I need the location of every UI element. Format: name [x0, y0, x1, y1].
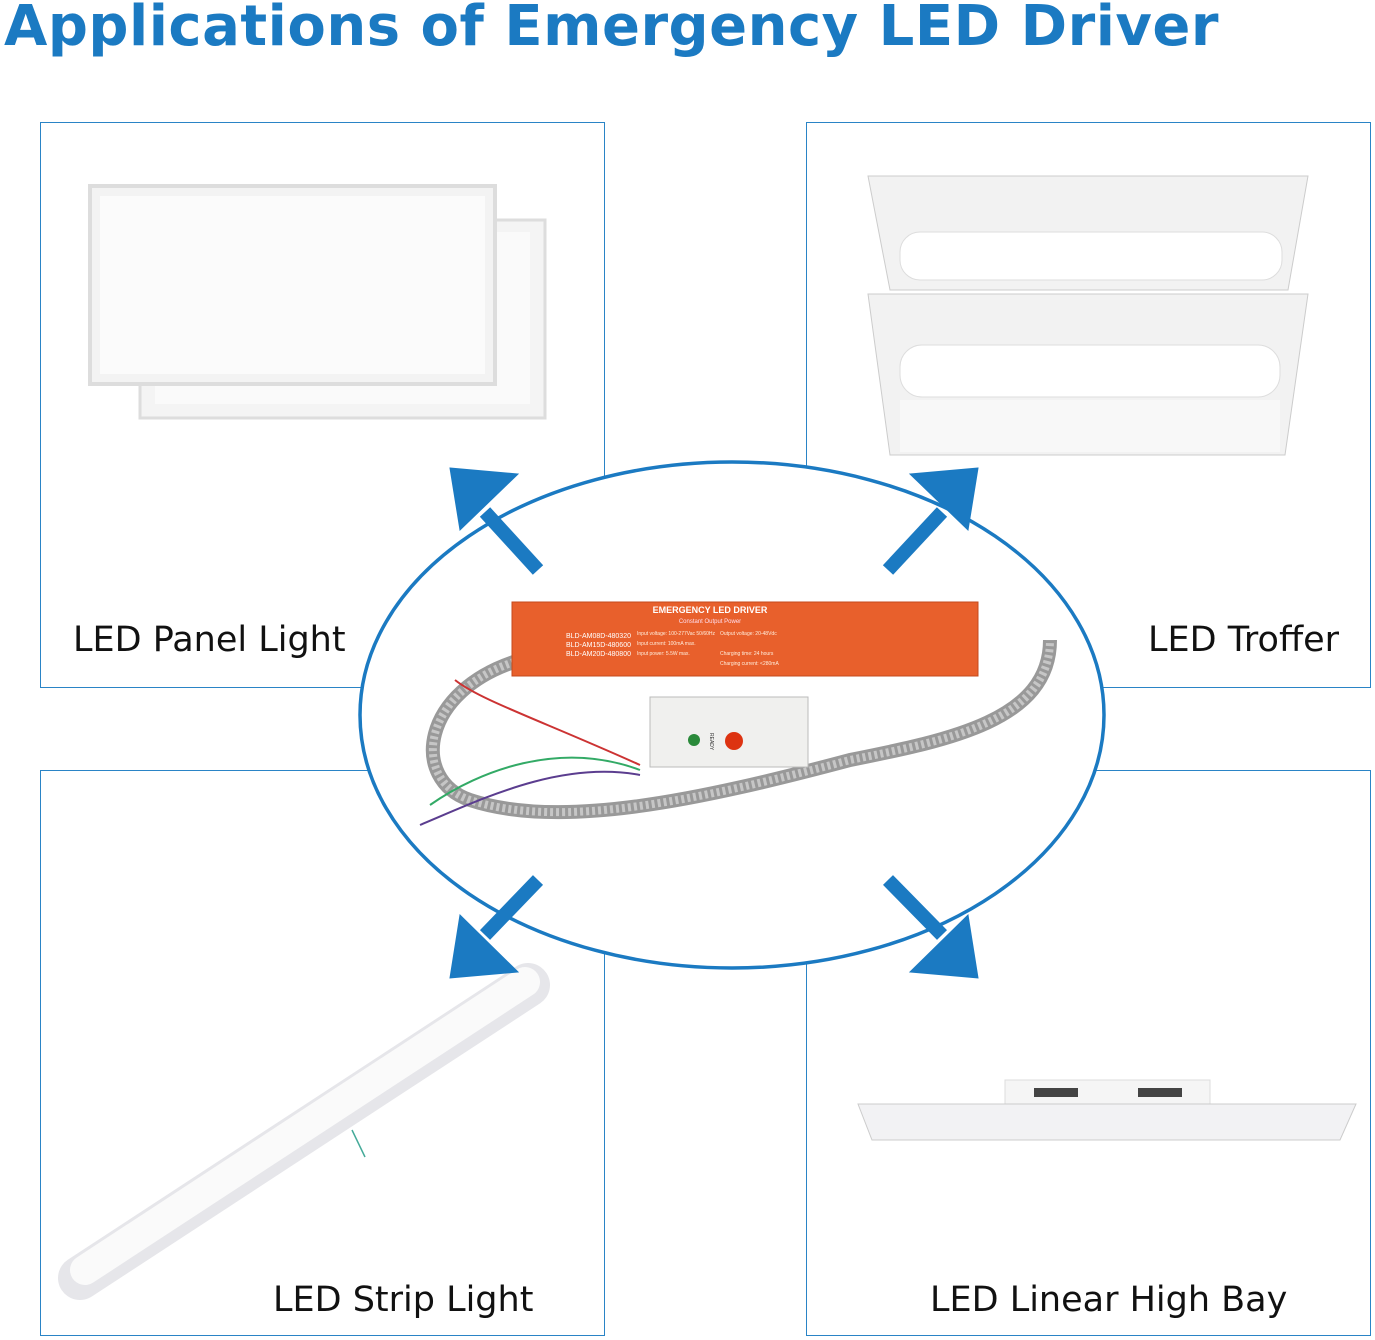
label-linear-high-bay: LED Linear High Bay [930, 1280, 1288, 1320]
ready-label: READY [708, 733, 714, 751]
driver-spec: Charging time: 24 hours [720, 651, 774, 657]
high-bay-image [857, 1079, 1357, 1141]
arrow-down-right-icon [908, 913, 979, 979]
driver-spec: Input voltage: 100-277Vac 50/60Hz [637, 631, 716, 637]
label-strip-light: LED Strip Light [273, 1280, 534, 1320]
label-panel-light: LED Panel Light [73, 620, 346, 660]
arrow-down-left-icon [449, 913, 520, 979]
label-troffer: LED Troffer [1148, 620, 1339, 660]
driver-subheading: Constant Output Power [679, 619, 741, 625]
driver-heading: EMERGENCY LED DRIVER [653, 605, 768, 615]
driver-spec: Charging current: <280mA [720, 661, 779, 667]
driver-model-3: BLD-AM20D-480800 [566, 651, 631, 658]
driver-model-2: BLD-AM15D-480600 [566, 642, 631, 649]
strip-light-image [58, 963, 550, 1300]
driver-model-1: BLD-AM08D-480320 [566, 633, 631, 640]
arrow-up-left-icon [449, 467, 520, 532]
emergency-led-driver-image: EMERGENCY LED DRIVER Constant Output Pow… [419, 601, 1057, 826]
ready-led-icon [688, 734, 700, 746]
arrow-up-right-icon [908, 467, 979, 532]
panel-light-image [88, 184, 547, 420]
page-title: Applications of Emergency LED Driver [4, 0, 1219, 59]
driver-spec: Output voltage: 20-48Vdc [720, 631, 777, 637]
driver-spec: Input current: 100mA max. [637, 641, 696, 647]
troffer-image [867, 175, 1309, 456]
driver-spec: Input power: 5.5W max. [637, 651, 690, 657]
arrows [449, 467, 979, 979]
test-switch-icon [725, 732, 743, 750]
